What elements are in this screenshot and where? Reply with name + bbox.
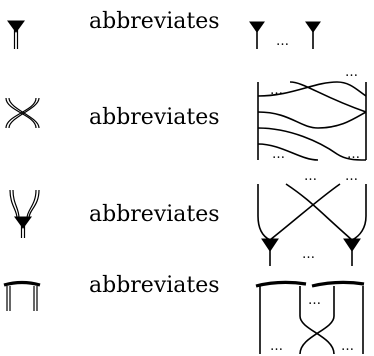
ellipsis-2a: …	[270, 83, 283, 98]
ellipsis-4c: …	[341, 339, 354, 354]
ellipsis-3c: …	[302, 247, 315, 262]
comultiplication-icon	[9, 189, 40, 238]
counit-tensor-diagram: …	[249, 21, 321, 49]
ellipsis-3b: …	[345, 169, 358, 184]
ellipsis-1: …	[276, 34, 289, 49]
swap-braid-diagram: … … … …	[257, 65, 367, 162]
ellipsis-2d: …	[347, 147, 360, 162]
comultiplication-tensor-diagram: … … …	[257, 169, 367, 266]
abbreviates-label-3: abbreviates	[89, 202, 220, 227]
counit-icon	[7, 20, 25, 49]
abbreviates-label-1: abbreviates	[89, 9, 220, 34]
ellipsis-2b: …	[345, 65, 358, 80]
ellipsis-4a: …	[308, 293, 321, 308]
swap-icon	[5, 97, 40, 129]
row-2: abbreviates … … … …	[5, 65, 367, 162]
row-4: abbreviates … … …	[3, 273, 365, 355]
ellipsis-3a: …	[304, 169, 317, 184]
cap-icon	[3, 280, 41, 311]
row-3: abbreviates … … …	[9, 169, 367, 266]
cap-tensor-diagram: … … …	[255, 280, 365, 355]
abbreviates-label-4: abbreviates	[89, 273, 220, 298]
ellipsis-4b: …	[270, 339, 283, 354]
abbreviates-label-2: abbreviates	[89, 105, 220, 130]
ellipsis-2c: …	[272, 147, 285, 162]
row-1: abbreviates …	[7, 9, 321, 49]
